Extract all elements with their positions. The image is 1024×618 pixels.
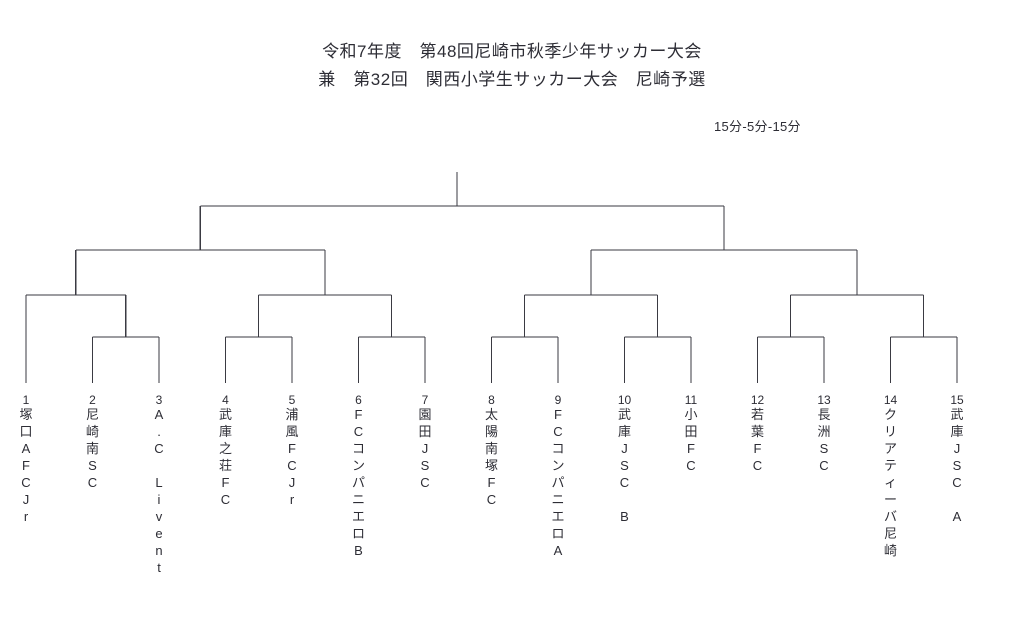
seed-number-2: 2 bbox=[89, 393, 96, 407]
team-name-5[interactable]: 浦 風 F C J r bbox=[285, 407, 299, 507]
team-name-6[interactable]: F C コ ン パ ニ エ ロ B bbox=[351, 407, 365, 558]
seed-number-3: 3 bbox=[155, 393, 163, 407]
seed-number-4: 4 bbox=[222, 393, 229, 407]
tournament-title: 令和7年度 第48回尼崎市秋季少年サッカー大会 兼 第32回 関西小学生サッカー… bbox=[0, 38, 1024, 94]
team-name-9[interactable]: F C コ ン パ ニ エ ロ A bbox=[551, 407, 565, 558]
team-name-10[interactable]: 武 庫 J S C B bbox=[617, 407, 631, 524]
team-name-4[interactable]: 武 庫 之 荘 F C bbox=[218, 407, 232, 507]
team-name-14[interactable]: ク リ ア テ ィ ー バ 尼 崎 bbox=[883, 407, 897, 558]
team-name-13[interactable]: 長 洲 S C bbox=[817, 407, 831, 473]
seed-number-1: 1 bbox=[22, 393, 30, 407]
seed-number-9: 9 bbox=[554, 393, 562, 407]
seed-number-8: 8 bbox=[488, 393, 495, 407]
seed-number-7: 7 bbox=[421, 393, 429, 407]
title-line-2: 兼 第32回 関西小学生サッカー大会 尼崎予選 bbox=[318, 70, 706, 89]
seed-number-5: 5 bbox=[288, 393, 296, 407]
team-name-8[interactable]: 太 陽 南 塚 F C bbox=[484, 407, 498, 507]
seed-number-13: 13 bbox=[817, 393, 831, 407]
team-name-7[interactable]: 園 田 J S C bbox=[418, 407, 432, 490]
seed-number-11: 11 bbox=[684, 393, 698, 407]
team-name-2[interactable]: 尼 崎 南 S C bbox=[85, 407, 99, 490]
bracket-lines bbox=[25, 172, 958, 383]
title-line-1: 令和7年度 第48回尼崎市秋季少年サッカー大会 bbox=[322, 42, 702, 61]
team-name-1[interactable]: 塚 口 A F C J r bbox=[19, 407, 33, 524]
seed-number-10: 10 bbox=[617, 393, 632, 407]
team-name-11[interactable]: 小 田 F C bbox=[684, 407, 698, 473]
team-name-12[interactable]: 若 葉 F C bbox=[750, 407, 764, 473]
seed-number-14: 14 bbox=[883, 393, 898, 407]
team-name-15[interactable]: 武 庫 J S C A bbox=[950, 407, 964, 524]
seed-number-15: 15 bbox=[950, 393, 964, 407]
seed-number-12: 12 bbox=[750, 393, 765, 407]
team-name-3[interactable]: A . C L i v e n t bbox=[154, 407, 164, 575]
match-timing-note: 15分-5分-15分 bbox=[714, 119, 801, 134]
seed-number-6: 6 bbox=[355, 393, 362, 407]
